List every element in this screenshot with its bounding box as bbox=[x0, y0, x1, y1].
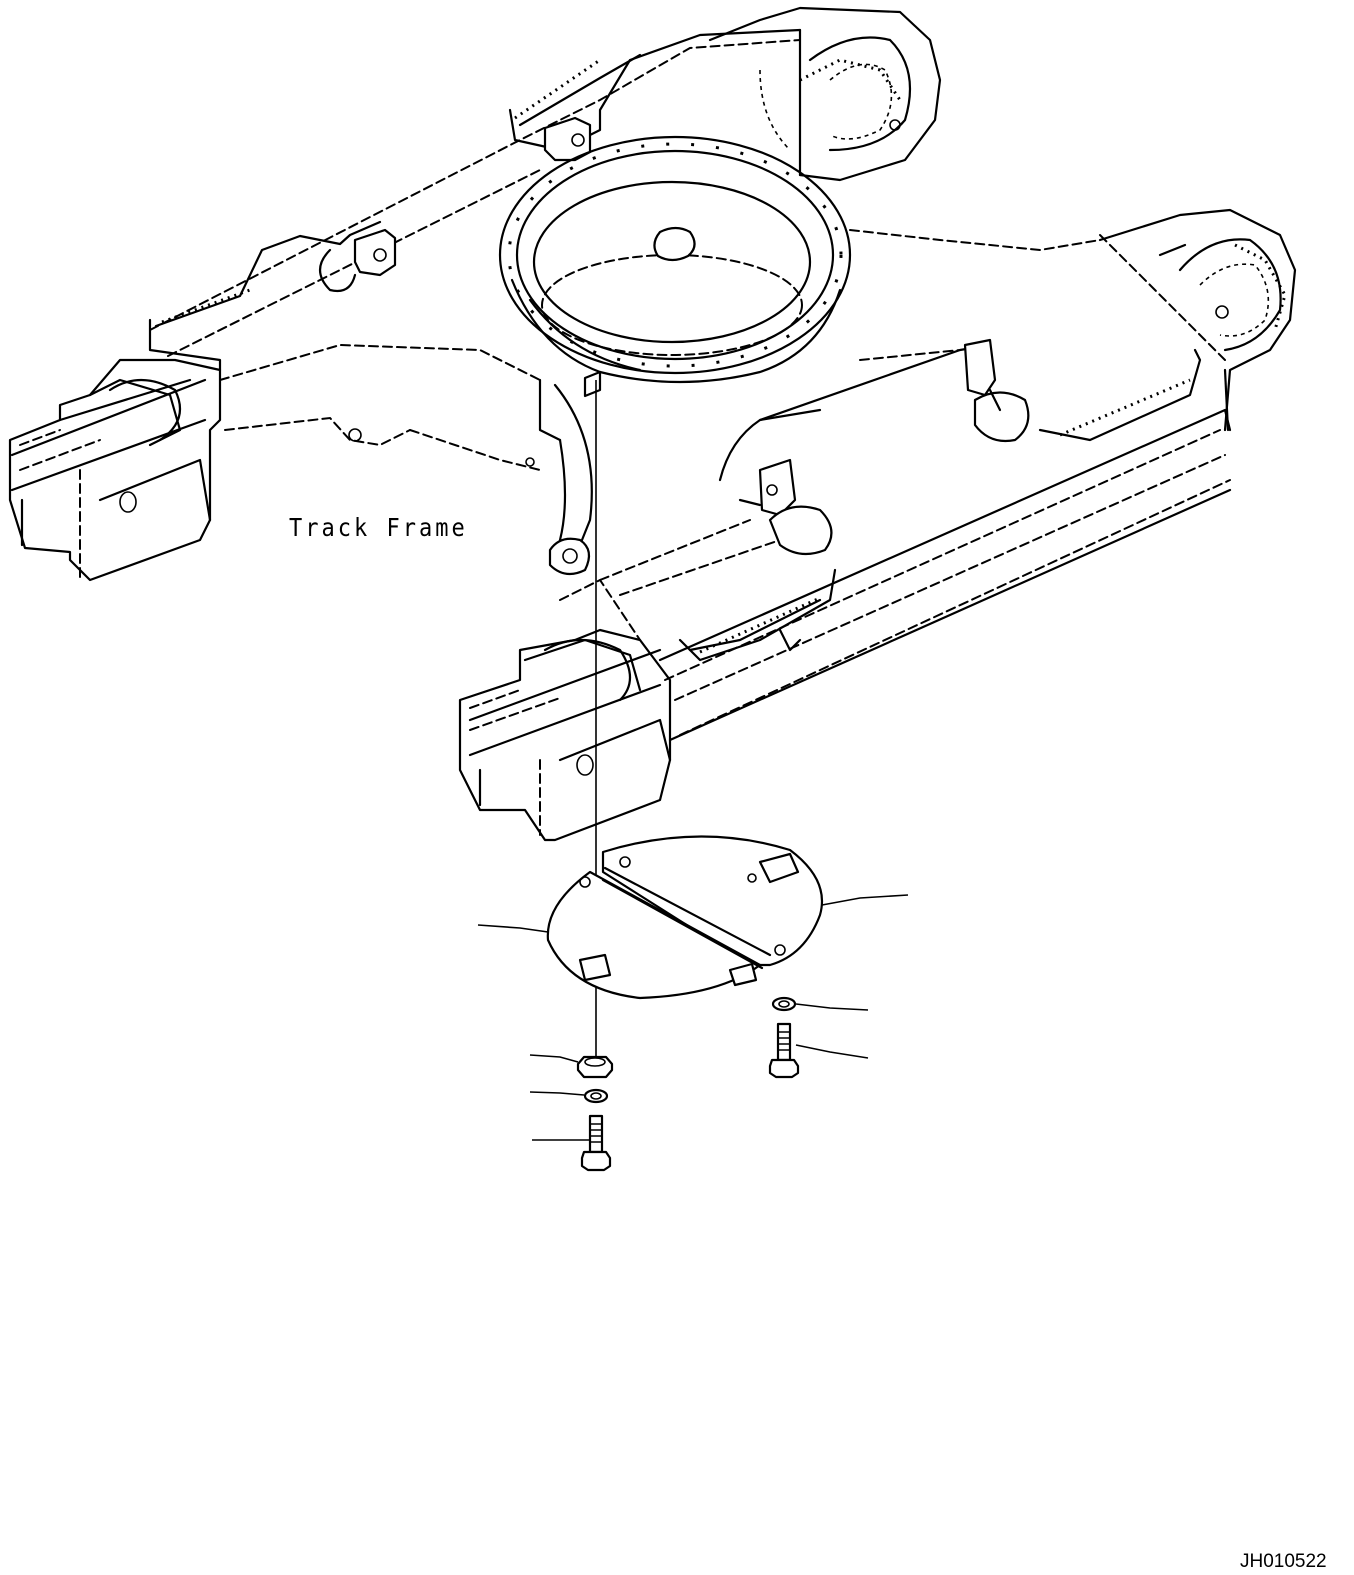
fasteners-left bbox=[576, 1055, 614, 1172]
washer bbox=[771, 996, 797, 1012]
fasteners-right bbox=[768, 996, 800, 1079]
leader-washer-right bbox=[795, 1003, 869, 1011]
leader-cover-left bbox=[477, 924, 549, 933]
leader-washer-left bbox=[529, 1091, 585, 1096]
washer bbox=[583, 1088, 609, 1104]
leader-cover-right bbox=[821, 894, 909, 906]
leader-lines bbox=[477, 894, 909, 1141]
bolt bbox=[776, 1022, 792, 1062]
swing-circle bbox=[498, 135, 852, 442]
nut bbox=[576, 1055, 614, 1079]
carbody-center bbox=[219, 229, 1101, 596]
leader-nut bbox=[529, 1054, 579, 1063]
right-front-end bbox=[1098, 208, 1297, 432]
cover-assembly bbox=[546, 835, 824, 1000]
middle-front-end bbox=[458, 578, 672, 842]
leader-bolt-right bbox=[795, 1044, 869, 1059]
track-frame-label: Track Frame bbox=[289, 514, 468, 543]
left-front-end bbox=[8, 358, 222, 582]
rear-sprocket-end bbox=[708, 6, 942, 182]
front-side-frame bbox=[658, 338, 1232, 742]
bolt bbox=[588, 1114, 604, 1154]
rear-side-frame bbox=[148, 28, 802, 372]
drawing-id: JH010522 bbox=[1240, 1551, 1327, 1572]
